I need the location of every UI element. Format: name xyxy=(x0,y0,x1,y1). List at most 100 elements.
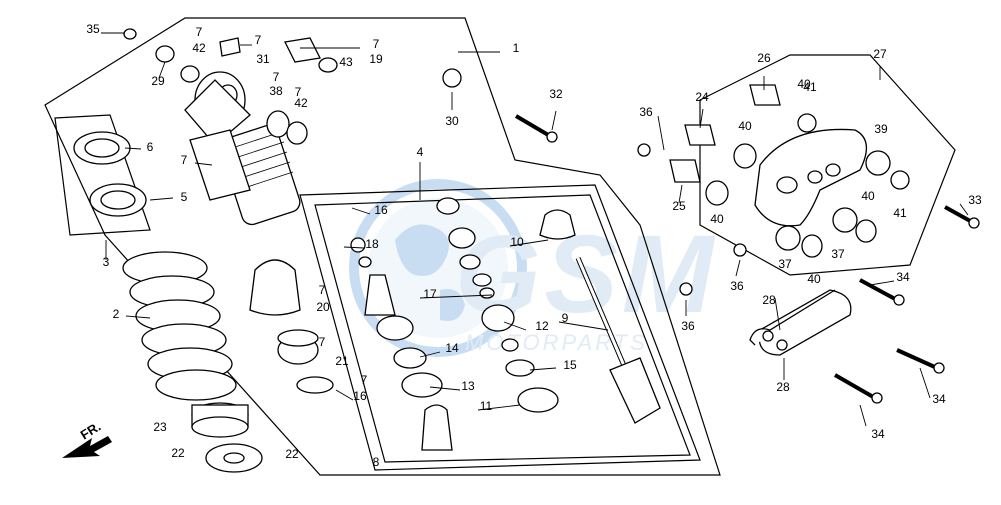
callout-number: 24 xyxy=(695,90,709,104)
link-arm-assembly xyxy=(749,128,867,356)
leader-line xyxy=(699,108,704,129)
callout-number: 30 xyxy=(445,114,459,128)
callout-number: 7 xyxy=(319,283,326,297)
callout-number: 26 xyxy=(757,51,771,65)
leader-line xyxy=(429,386,461,391)
leader-line xyxy=(503,321,527,331)
leader-line xyxy=(529,367,557,371)
callout-number: 34 xyxy=(871,427,885,441)
callout-number: 16 xyxy=(353,389,367,403)
callout-number: 7 xyxy=(273,70,280,84)
callout-number: 6 xyxy=(147,140,154,154)
callout-number: 22 xyxy=(285,447,299,461)
leader-line xyxy=(551,110,557,131)
leader-line xyxy=(509,239,549,247)
leader-line xyxy=(735,259,741,277)
damper-internal-parts xyxy=(350,197,576,451)
leader-line xyxy=(859,404,867,427)
leader-line xyxy=(125,315,151,319)
spring-seat-parts xyxy=(191,402,263,473)
callout-number: 5 xyxy=(181,190,188,204)
front-direction-arrow: FR. xyxy=(62,419,112,458)
callout-number: 13 xyxy=(461,379,475,393)
spring xyxy=(122,251,237,401)
damper-rod xyxy=(575,257,661,424)
callout-number: 28 xyxy=(762,293,776,307)
callout-number: 36 xyxy=(639,105,653,119)
callout-number: 27 xyxy=(873,47,887,61)
callout-number: 11 xyxy=(480,399,493,413)
callout-number: 21 xyxy=(335,354,349,368)
callout-number: 41 xyxy=(893,206,907,220)
callout-number: 2 xyxy=(113,307,120,321)
callout-number: 40 xyxy=(807,272,821,286)
leader-line xyxy=(194,162,213,166)
leader-line xyxy=(419,294,493,299)
leader-line xyxy=(678,184,683,204)
callout-number: 34 xyxy=(932,392,946,406)
leader-line xyxy=(149,197,174,201)
callout-number: 17 xyxy=(423,287,437,301)
leader-line xyxy=(869,280,895,286)
leader-line xyxy=(343,246,365,249)
callout-number: 43 xyxy=(339,55,353,69)
callout-number: 7 xyxy=(255,33,262,47)
callout-number: 32 xyxy=(549,87,563,101)
callout-number: 7 xyxy=(196,25,203,39)
callout-number: 40 xyxy=(861,189,875,203)
callout-number: 23 xyxy=(153,420,167,434)
callout-numbers: 1234567777777778910111213141516161718192… xyxy=(86,22,982,469)
callout-number: 40 xyxy=(797,77,811,91)
callout-number: 29 xyxy=(151,74,165,88)
bump-stop-and-rubbers xyxy=(249,259,334,394)
callout-number: 14 xyxy=(445,341,459,355)
callout-number: 7 xyxy=(373,37,380,51)
callout-number: 25 xyxy=(672,199,686,213)
callout-number: 42 xyxy=(192,41,206,55)
callout-number: 28 xyxy=(776,380,790,394)
leader-line xyxy=(959,203,969,216)
callout-number: 20 xyxy=(316,300,330,314)
leader-lines xyxy=(101,32,969,427)
callout-number: 41 xyxy=(803,80,817,94)
leader-line xyxy=(919,367,931,399)
shock-absorber-body xyxy=(184,71,301,226)
leader-line xyxy=(351,207,371,215)
callout-number: 3 xyxy=(103,255,110,269)
callout-number: 37 xyxy=(778,257,792,271)
callout-number: 19 xyxy=(369,52,383,66)
callout-number: 31 xyxy=(256,52,270,66)
leader-line xyxy=(477,404,521,411)
callout-number: 36 xyxy=(730,279,744,293)
callout-number: 7 xyxy=(361,373,368,387)
callout-number: 39 xyxy=(874,122,888,136)
callout-number: 16 xyxy=(374,203,388,217)
callout-number: 42 xyxy=(294,96,308,110)
callout-number: 15 xyxy=(563,358,577,372)
callout-number: 4 xyxy=(417,145,424,159)
callout-number: 12 xyxy=(535,319,549,333)
callout-number: 8 xyxy=(373,455,380,469)
callout-number: 38 xyxy=(269,84,283,98)
callout-number: 7 xyxy=(295,85,302,99)
callout-number: 7 xyxy=(181,153,188,167)
callout-number: 36 xyxy=(681,319,695,333)
callout-number: 10 xyxy=(510,235,524,249)
direction-label: FR. xyxy=(78,419,104,443)
callout-number: 7 xyxy=(319,335,326,349)
callout-number: 40 xyxy=(738,119,752,133)
link-bearings-and-collars xyxy=(669,84,910,258)
callout-number: 35 xyxy=(86,22,100,36)
callout-number: 37 xyxy=(831,247,845,261)
leader-line xyxy=(124,147,142,150)
upper-bearing-parts xyxy=(123,28,338,145)
leader-line xyxy=(419,351,441,358)
leader-line xyxy=(158,61,166,79)
mounting-bolts xyxy=(442,68,980,404)
leader-line xyxy=(774,297,781,331)
callout-number: 9 xyxy=(562,311,569,325)
callout-number: 1 xyxy=(513,41,520,55)
leader-line xyxy=(335,389,354,401)
callout-number: 33 xyxy=(968,193,982,207)
